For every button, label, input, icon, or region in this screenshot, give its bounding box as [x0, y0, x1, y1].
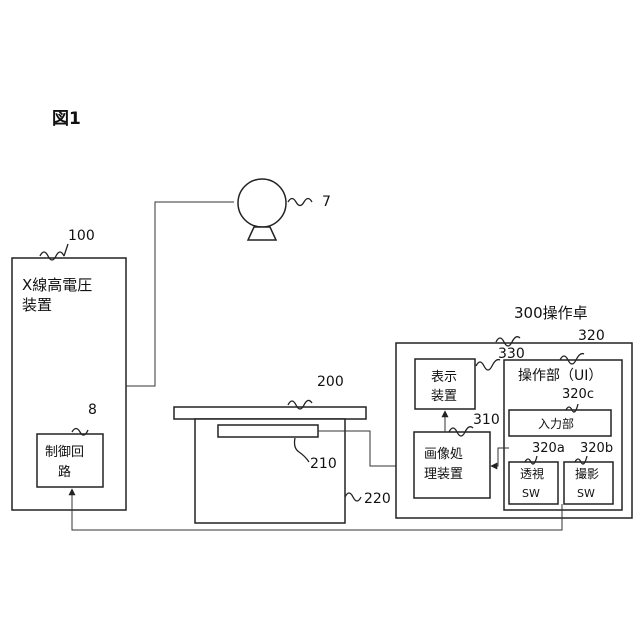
detector-ref: 210: [310, 456, 337, 472]
radio-ref: 320b: [580, 441, 613, 456]
fluoro-label-line2: SW: [522, 487, 540, 500]
table-top: [174, 407, 366, 419]
xray-tube-icon: [238, 179, 286, 227]
control-circuit-label-line1: 制御回: [45, 445, 84, 460]
detector-210: [218, 425, 318, 437]
hv-device-label-line1: X線高電圧: [22, 276, 92, 294]
display-label-line2: 装置: [431, 389, 457, 404]
opunit-title: 操作部（UI）: [518, 368, 602, 384]
xray-tube-ref: 7: [322, 194, 331, 210]
opunit-ref: 320: [578, 328, 605, 344]
radio-label-line2: SW: [577, 487, 595, 500]
image-processor-box: [414, 432, 490, 498]
base-leader: [345, 493, 361, 501]
fluoro-ref: 320a: [532, 441, 565, 456]
imgproc-label-line2: 理装置: [424, 467, 463, 482]
table-ref: 200: [317, 374, 344, 390]
xray-tube-mount: [248, 227, 276, 240]
xray-tube-leader: [288, 199, 312, 206]
hv-device-label-line2: 装置: [22, 296, 52, 314]
hv-to-tube-cable: [126, 202, 234, 386]
control-circuit-label-line2: 路: [58, 464, 71, 480]
fluoro-label-line1: 透視: [520, 466, 544, 481]
control-circuit-ref: 8: [88, 402, 97, 418]
imgproc-ref: 310: [473, 412, 500, 428]
imgproc-label-line1: 画像処: [424, 447, 463, 462]
input-ref: 320c: [562, 387, 594, 402]
display-label-line1: 表示: [431, 370, 457, 385]
radio-label-line1: 撮影: [575, 467, 599, 481]
base-ref: 220: [364, 491, 391, 507]
figure-title: 図1: [52, 109, 81, 129]
input-label: 入力部: [538, 416, 574, 431]
hv-device-ref: 100: [68, 228, 95, 244]
console-title: 300操作卓: [514, 304, 588, 322]
